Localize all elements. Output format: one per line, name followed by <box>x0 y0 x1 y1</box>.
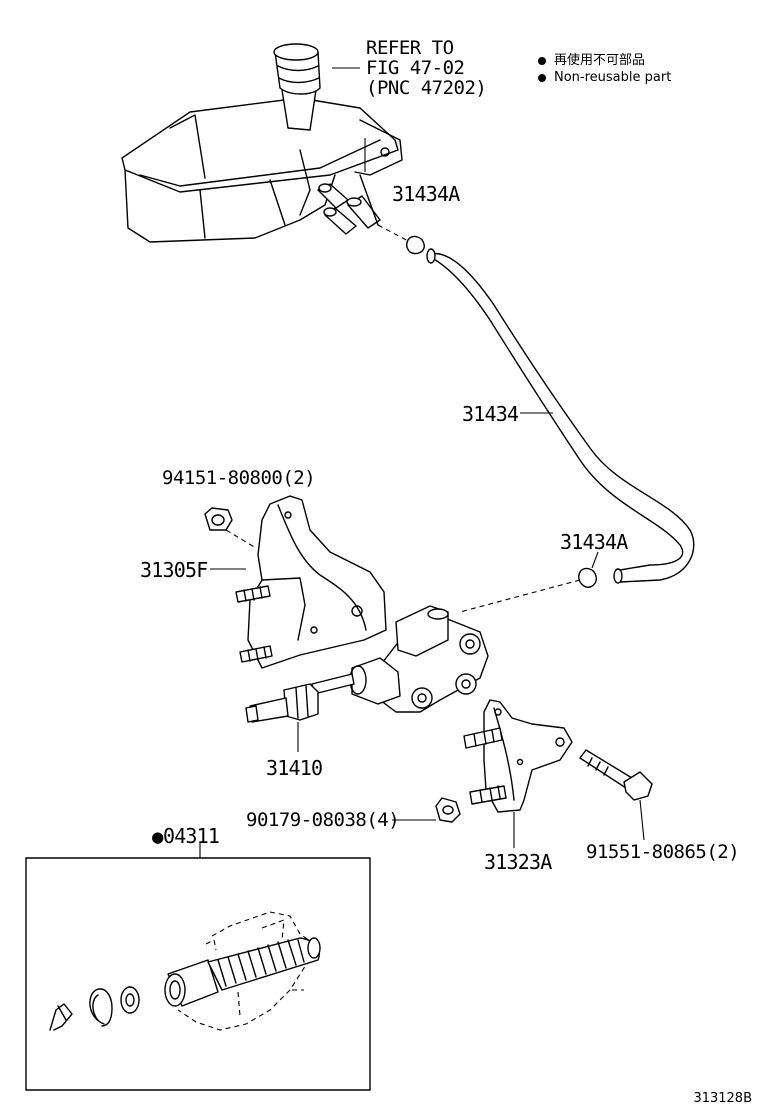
label-91551: 91551-80865(2) <box>586 841 740 863</box>
refer-line-1: REFER TO <box>366 37 454 59</box>
bolt-91551 <box>579 749 653 801</box>
refer-line-2: FIG 47-02 <box>366 57 465 79</box>
label-31305F: 31305F <box>140 558 208 582</box>
label-31323A: 31323A <box>484 850 552 874</box>
reservoir-tank <box>121 43 403 243</box>
label-94151: 94151-80800(2) <box>162 467 316 489</box>
repair-kit-box <box>25 857 371 1091</box>
legend-item-en: Non-reusable part <box>538 69 671 86</box>
bracket-31323A <box>463 699 573 813</box>
label-31434A-top: 31434A <box>392 182 460 206</box>
repair-kit-04311 <box>49 911 321 1031</box>
label-31410: 31410 <box>266 756 323 780</box>
nut-90179 <box>435 797 461 823</box>
reservoir-hose <box>377 224 695 613</box>
diagram-code: 313128B <box>693 1091 752 1106</box>
label-31434A-mid: 31434A <box>560 530 628 554</box>
label-04311: ●04311 <box>152 824 220 848</box>
legend-item-jp: 再使用不可部品 <box>538 52 671 69</box>
label-90179: 90179-08038(4) <box>246 809 400 831</box>
label-31434: 31434 <box>462 402 519 426</box>
legend: 再使用不可部品 Non-reusable part <box>538 52 671 86</box>
bullet-icon <box>538 56 546 65</box>
nut-94151 <box>204 507 257 549</box>
bullet-icon <box>538 73 546 82</box>
non-reusable-dot-icon: ● <box>152 826 163 848</box>
master-cylinder-31410 <box>245 605 489 723</box>
bracket-31305F <box>235 495 387 669</box>
refer-line-3: (PNC 47202) <box>366 77 487 99</box>
